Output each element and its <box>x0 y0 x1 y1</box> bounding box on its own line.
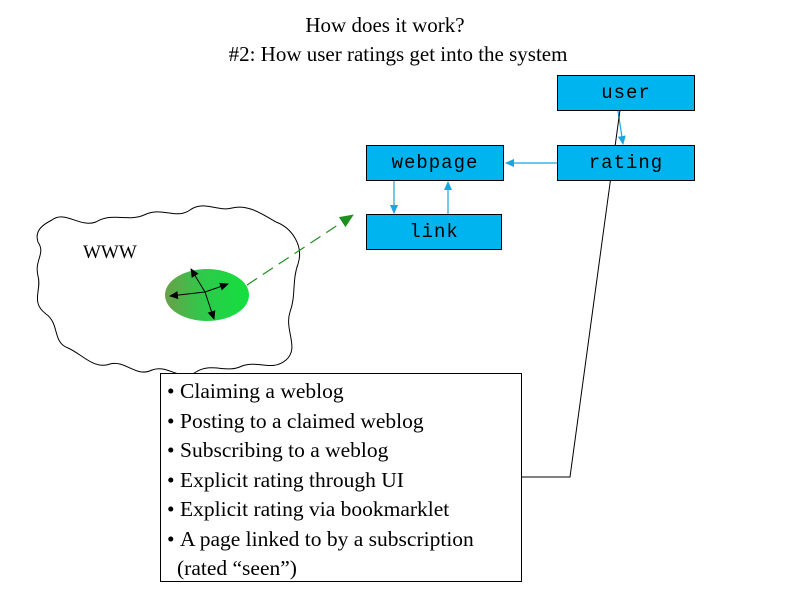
list-item: Explicit rating through UI <box>167 466 521 496</box>
link-box: link <box>366 214 502 250</box>
webpage-box: webpage <box>366 145 504 181</box>
list-item: Claiming a weblog <box>167 377 521 407</box>
node-arrows <box>169 268 229 320</box>
user-box: user <box>557 75 695 111</box>
rating-box: rating <box>557 145 695 181</box>
list-item-continuation: (rated “seen”) <box>177 556 297 580</box>
www-cloud-outline <box>36 205 300 376</box>
web-to-link-dashed-arrow <box>246 214 354 286</box>
slide-subtitle: #2: How user ratings get into the system <box>228 42 568 66</box>
list-item: Posting to a claimed weblog <box>167 407 521 437</box>
list-to-user-connector <box>522 109 621 478</box>
rating-sources-list: Claiming a weblog Posting to a claimed w… <box>160 373 522 582</box>
slide-title: How does it work? <box>305 13 465 37</box>
list-item: Explicit rating via bookmarklet <box>167 495 521 525</box>
web-node <box>165 269 249 321</box>
list-item: Subscribing to a weblog <box>167 436 521 466</box>
www-label: WWW <box>83 242 137 263</box>
list-item: A page linked to by a subscription <box>167 525 521 555</box>
